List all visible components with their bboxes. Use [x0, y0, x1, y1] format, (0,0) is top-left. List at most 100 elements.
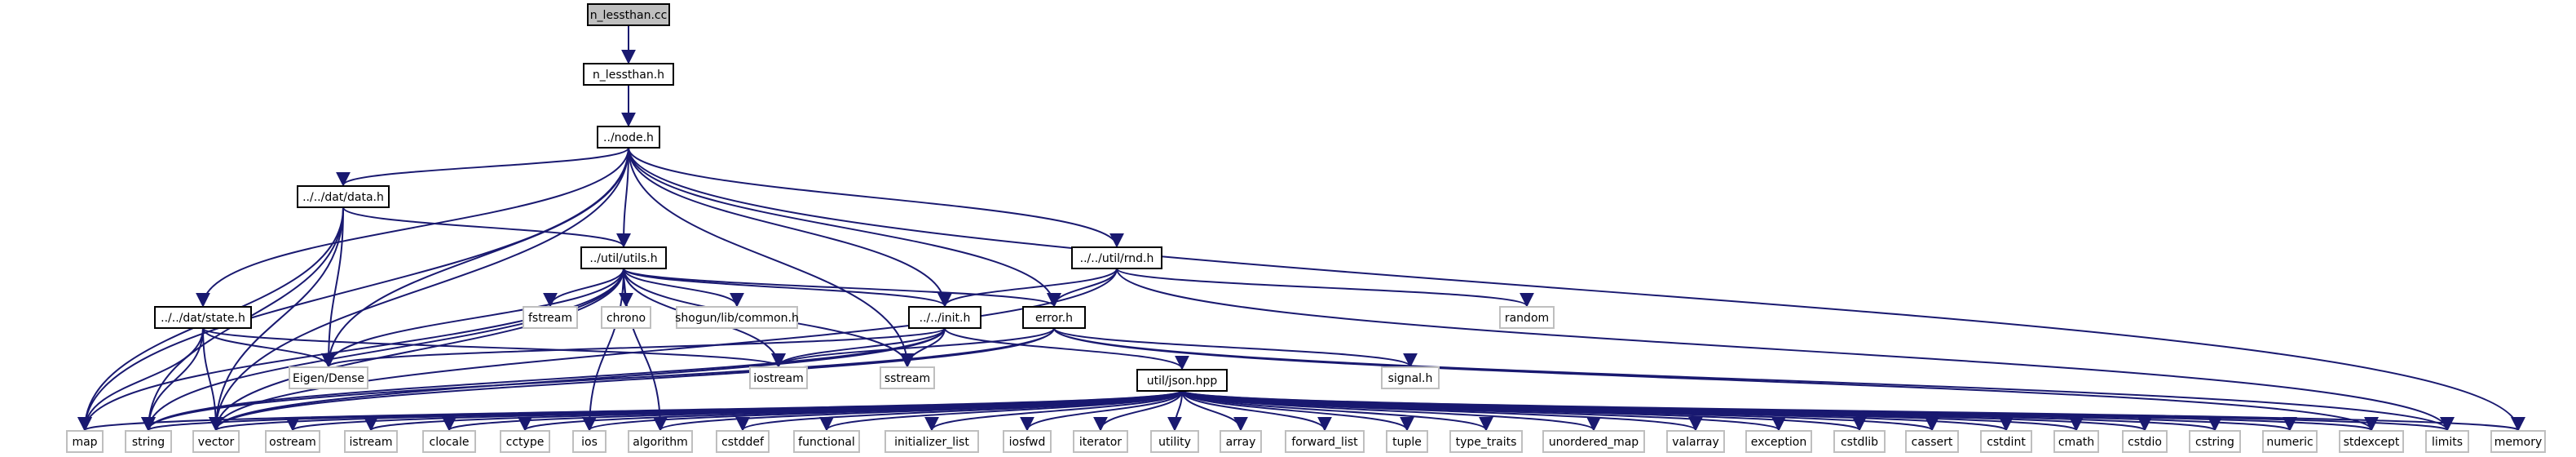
node-label: utility — [1158, 436, 1191, 449]
node-box — [1499, 306, 1555, 329]
node-label: clocale — [430, 436, 470, 449]
node-n-lessthan-cc[interactable]: n_lessthan.cc — [587, 3, 670, 26]
node-cstdlib: cstdlib — [1833, 430, 1886, 453]
edge-node-h-to-utils-h — [616, 147, 632, 248]
node-state-h[interactable]: ../../dat/state.h — [154, 306, 252, 329]
node-label: cstring — [2195, 436, 2234, 449]
edge-node-h-to-sstream — [628, 147, 915, 368]
edge-state-h-to-string — [141, 327, 204, 432]
node-box — [297, 185, 390, 208]
node-label: ../../util/rnd.h — [1080, 252, 1154, 265]
edge-rnd-h-to-vector — [209, 268, 1118, 432]
node-box — [344, 430, 398, 453]
edge-json-hpp-to-clocale — [442, 390, 1183, 432]
node-cstdint: cstdint — [1980, 430, 2032, 453]
node-label: signal.h — [1388, 372, 1433, 385]
node-box — [2189, 430, 2241, 453]
node-label: n_lessthan.cc — [590, 9, 668, 22]
edge-node-h-to-rnd-h — [628, 147, 1124, 248]
node-init-h[interactable]: ../../init.h — [908, 306, 981, 329]
node-box — [1386, 430, 1428, 453]
node-box — [1980, 430, 2032, 453]
node-chrono: chrono — [601, 306, 651, 329]
edge-node-h-to-init-h — [628, 147, 952, 308]
node-rnd-h[interactable]: ../../util/rnd.h — [1071, 246, 1162, 269]
node-label: ../../init.h — [920, 312, 971, 325]
edge-json-hpp-to-type-traits — [1181, 390, 1493, 432]
node-box — [1449, 430, 1523, 453]
node-cassert: cassert — [1905, 430, 1959, 453]
edge-init-h-to-json-hpp — [944, 327, 1189, 370]
node-label: cassert — [1912, 436, 1953, 449]
node-label: iterator — [1079, 436, 1122, 449]
node-data-h[interactable]: ../../dat/data.h — [297, 185, 390, 208]
node-label: numeric — [2266, 436, 2313, 449]
node-box — [1381, 366, 1440, 389]
node-n-lessthan-h[interactable]: n_lessthan.h — [583, 63, 674, 86]
node-stdexcept: stdexcept — [2339, 430, 2404, 453]
node-box — [2339, 430, 2404, 453]
node-box — [1542, 430, 1645, 453]
edge-data-h-to-utils-h — [342, 206, 631, 248]
node-eigen-dense: Eigen/Dense — [289, 366, 368, 389]
node-label: array — [1226, 436, 1256, 449]
edge-node-h-to-map — [77, 147, 629, 432]
node-label: functional — [798, 436, 855, 449]
edge-utils-h-to-string — [141, 268, 624, 432]
edge-data-h-to-vector — [209, 206, 344, 432]
node-box — [154, 306, 252, 329]
node-box — [66, 430, 104, 453]
node-node-h[interactable]: ../node.h — [597, 126, 660, 149]
node-box — [583, 63, 674, 86]
node-label: map — [72, 436, 97, 449]
node-error-h[interactable]: error.h — [1022, 306, 1086, 329]
edge-utils-h-to-map — [77, 268, 624, 432]
node-label: vector — [198, 436, 235, 449]
dependency-edges — [77, 24, 2525, 432]
edge-node-h-to-data-h — [336, 147, 629, 187]
node-box — [716, 430, 770, 453]
node-utils-h[interactable]: ../util/utils.h — [580, 246, 667, 269]
edge-rnd-h-to-limits — [1116, 268, 2455, 432]
node-label: forward_list — [1291, 436, 1358, 449]
node-label: chrono — [607, 312, 646, 325]
edge-utils-h-to-error-h — [623, 268, 1061, 308]
node-box — [523, 306, 578, 329]
header-nodes: n_lessthan.cc n_lessthan.h ../node.h ../../… — [66, 3, 2546, 453]
node-box — [676, 306, 798, 329]
node-box — [601, 306, 651, 329]
node-cstring: cstring — [2189, 430, 2241, 453]
node-signal-h: signal.h — [1381, 366, 1440, 389]
node-label: initializer_list — [894, 436, 969, 449]
node-box — [1285, 430, 1365, 453]
node-numeric: numeric — [2262, 430, 2318, 453]
node-label: util/json.hpp — [1147, 375, 1218, 388]
node-box — [2053, 430, 2099, 453]
node-label: unordered_map — [1549, 436, 1639, 449]
node-label: ostream — [269, 436, 316, 449]
node-box — [628, 430, 693, 453]
node-json-hpp[interactable]: util/json.hpp — [1136, 369, 1228, 392]
node-label: cstdio — [2128, 436, 2162, 449]
node-label: error.h — [1035, 312, 1073, 325]
node-type-traits: type_traits — [1449, 430, 1523, 453]
node-box — [572, 430, 607, 453]
edge-state-h-to-vector — [202, 327, 223, 432]
node-box — [793, 430, 860, 453]
node-box — [2490, 430, 2546, 453]
node-box — [1136, 369, 1228, 392]
node-box — [1073, 430, 1128, 453]
node-label: valarray — [1672, 436, 1718, 449]
edge-error-h-to-iostream — [771, 327, 1055, 368]
node-unordered-map: unordered_map — [1542, 430, 1645, 453]
node-box — [1150, 430, 1199, 453]
edge-json-hpp-to-initializer-list — [924, 390, 1183, 432]
edge-utils-h-to-algorithm — [623, 268, 668, 432]
node-label: ../../dat/data.h — [302, 191, 384, 204]
node-label: cstdlib — [1841, 436, 1878, 449]
node-label: cstdint — [1987, 436, 2026, 449]
node-sstream: sstream — [880, 366, 935, 389]
node-label: algorithm — [633, 436, 688, 449]
node-label: exception — [1751, 436, 1806, 449]
